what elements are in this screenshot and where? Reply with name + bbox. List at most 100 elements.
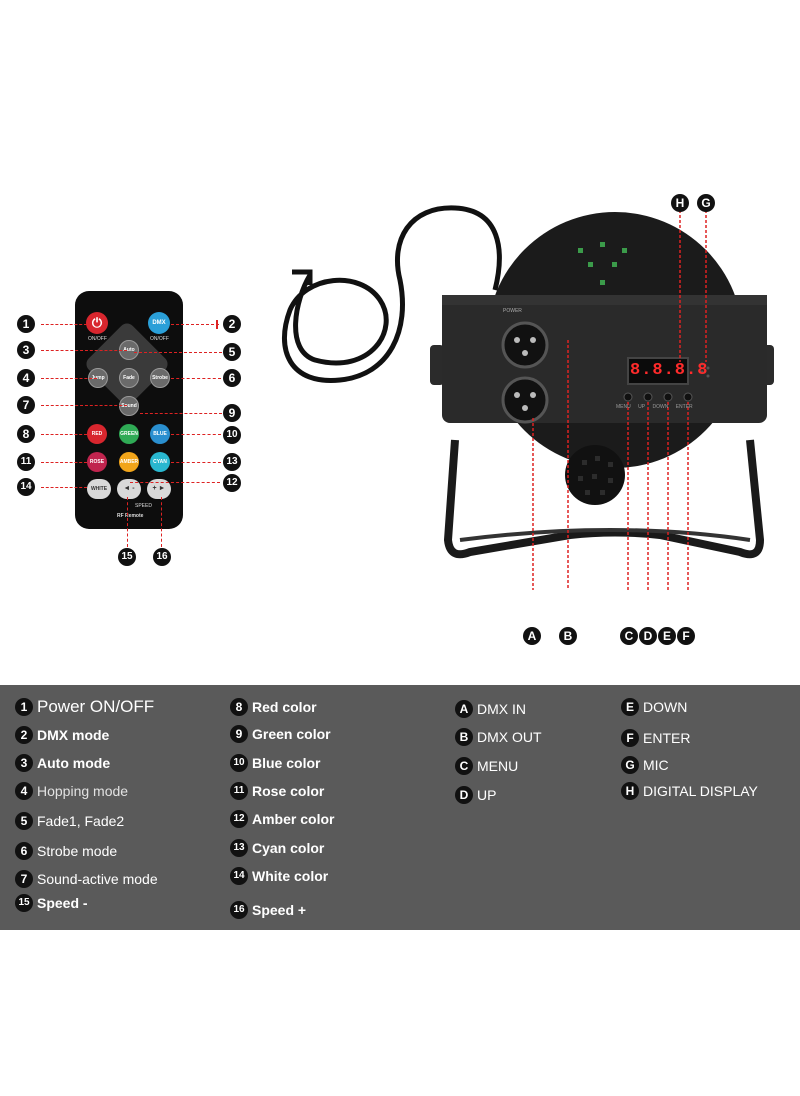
legend-item-16: 16 Speed + [230,901,306,919]
callout-line-10 [171,434,221,435]
par-light-illustration [281,205,774,590]
legend-text: ENTER [643,730,691,746]
callout-line-5 [134,352,222,353]
legend-text: Green color [252,726,331,742]
legend-text: DMX IN [477,701,526,717]
marker-6: 6 [223,369,241,387]
marker-3: 3 [17,341,35,359]
marker-2: 2 [223,315,241,333]
strobe-button[interactable]: Strobe [150,368,170,388]
amber-button[interactable]: AMBER [119,452,139,472]
callout-line-15 [127,497,128,547]
power-button[interactable]: ⏻ [86,312,108,334]
legend-item-8: 8 Red color [230,698,317,716]
callout-line-6 [171,378,221,379]
legend-item-b: B DMX OUT [455,728,542,746]
legend-num: 16 [230,901,248,919]
legend-text: Auto mode [37,755,111,771]
marker-9: 9 [223,404,241,422]
legend-text: DOWN [643,699,688,715]
legend-item-10: 10 Blue color [230,754,320,772]
marker-c: C [620,627,638,645]
rose-button[interactable]: ROSE [87,452,107,472]
label-up: UP [638,404,646,410]
legend-text: White color [252,868,329,884]
speed-plus-button[interactable]: + ► [147,479,171,499]
sound-button[interactable]: Sound [119,396,139,416]
marker-13: 13 [223,453,241,471]
callout-line-16 [161,497,162,547]
marker-12: 12 [223,474,241,492]
red-button[interactable]: RED [87,424,107,444]
label-menu: MENU [616,404,631,410]
legend-num: E [621,698,639,716]
device-button-labels: MENU UP DOWN ENTER [616,404,693,410]
green-button[interactable]: GREEN [119,424,139,444]
legend-text: DIGITAL DISPLAY [643,783,758,799]
marker-15: 15 [118,548,136,566]
blue-button[interactable]: BLUE [150,424,170,444]
legend-item-13: 13 Cyan color [230,839,324,857]
legend-num: D [455,786,473,804]
marker-10: 10 [223,426,241,444]
auto-button[interactable]: Auto [119,340,139,360]
callout-line-9 [140,413,222,414]
cyan-button[interactable]: CYAN [150,452,170,472]
legend-text: UP [477,787,497,803]
callout-line-2 [171,324,219,325]
callout-line-7 [41,405,127,406]
legend-panel: 1 Power ON/OFF 2 DMX mode 3 Auto mode 4 … [0,685,800,930]
marker-h: H [671,194,689,212]
marker-8: 8 [17,425,35,443]
remote-control: ⏻ ON/OFF DMX ON/OFF Auto Jump Fade Strob… [75,291,183,529]
legend-text: Rose color [252,783,325,799]
legend-text: Hopping mode [37,783,129,799]
legend-item-4: 4 Hopping mode [15,782,128,800]
marker-14: 14 [17,478,35,496]
marker-4: 4 [17,369,35,387]
legend-item-9: 9 Green color [230,725,331,743]
remote-footer: RF Remote [117,513,144,519]
fade-button[interactable]: Fade [119,368,139,388]
legend-num: 11 [230,782,248,800]
marker-d: D [639,627,657,645]
legend-item-12: 12 Amber color [230,810,334,828]
legend-item-g: G MIC [621,756,669,774]
legend-num: C [455,757,473,775]
power-button-label: ON/OFF [88,336,107,342]
marker-f: F [677,627,695,645]
callout-line-8 [41,434,87,435]
white-button[interactable]: WHITE [87,479,111,499]
legend-num: 12 [230,810,248,828]
speed-minus-button[interactable]: ◄ - [117,479,141,499]
legend-item-d: D UP [455,786,496,804]
legend-text: Cyan color [252,840,325,856]
callout-line-12 [130,482,220,483]
legend-item-14: 14 White color [230,867,328,885]
callout-tick-2 [216,320,218,329]
legend-num: 9 [230,725,248,743]
dmx-button-label: ON/OFF [150,336,169,342]
legend-text: Blue color [252,755,321,771]
legend-text: Power ON/OFF [37,697,155,716]
legend-num: 3 [15,754,33,772]
dmx-button[interactable]: DMX [148,312,170,334]
label-enter: ENTER [675,404,693,410]
marker-b: B [559,627,577,645]
legend-item-c: C MENU [455,757,518,775]
callout-line-3 [41,350,127,351]
legend-num: F [621,729,639,747]
callout-line-1 [41,324,87,325]
legend-item-h: H DIGITAL DISPLAY [621,782,758,800]
callout-line-14 [41,487,87,488]
legend-num: 1 [15,698,33,716]
legend-text: Amber color [252,811,335,827]
speed-label: SPEED [135,503,152,509]
legend-text: Sound-active mode [37,871,158,887]
marker-16: 16 [153,548,171,566]
legend-text: Fade1, Fade2 [37,813,125,829]
marker-g: G [697,194,715,212]
legend-item-6: 6 Strobe mode [15,842,117,860]
legend-text: Speed - [37,895,88,911]
legend-num: 8 [230,698,248,716]
